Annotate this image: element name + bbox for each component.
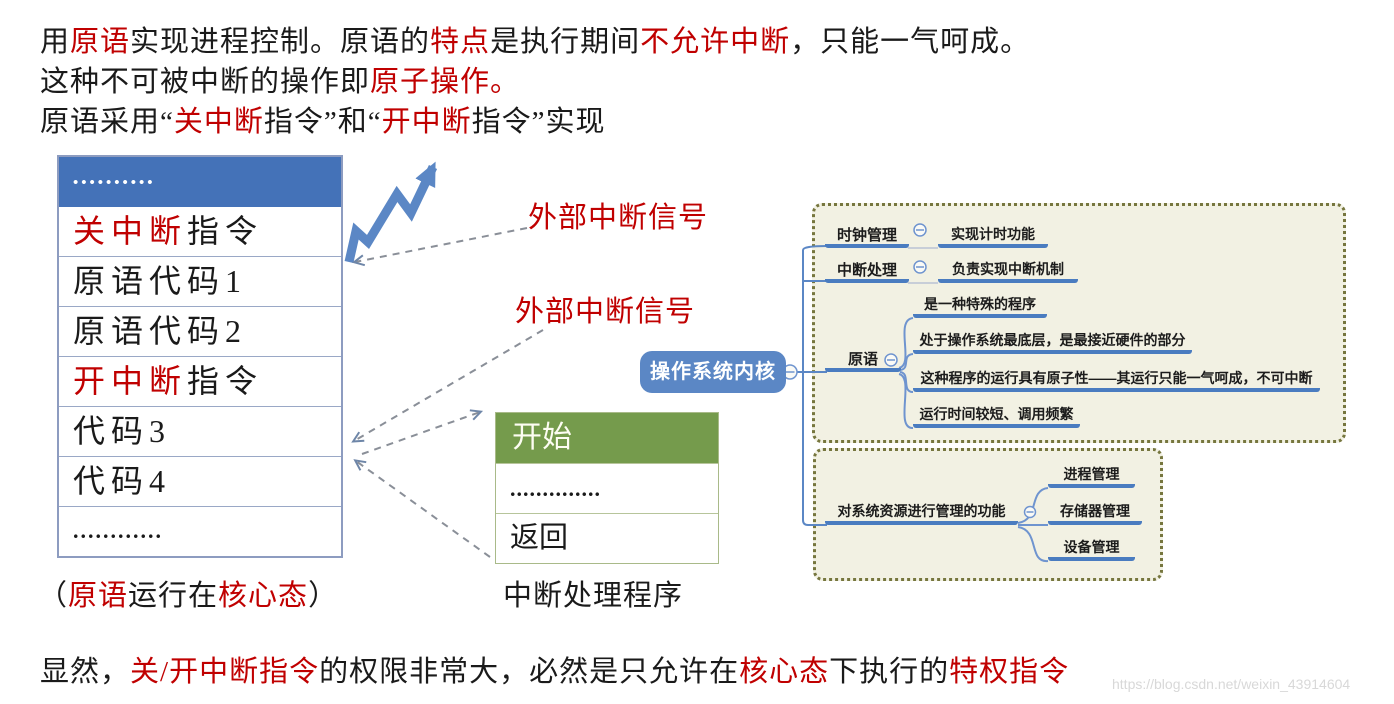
table-row-open-interrupt: 开中断指令 bbox=[59, 356, 341, 406]
handler-table-header: 开始 bbox=[496, 413, 718, 463]
external-interrupt-label-1: 外部中断信号 bbox=[528, 202, 709, 234]
mindmap-node-process-mgmt: 进程管理 bbox=[1048, 464, 1135, 488]
mindmap-node-primitive-desc-1: 是一种特殊的程序 bbox=[913, 294, 1047, 318]
mindmap-node-primitive-desc-4: 运行时间较短、调用频繁 bbox=[913, 404, 1080, 428]
mindmap-node-device-mgmt: 设备管理 bbox=[1048, 537, 1135, 561]
code-table-header: •••••••••• bbox=[59, 157, 341, 207]
zigzag-rising-arrow-icon bbox=[344, 161, 438, 263]
table-row-close-interrupt: 关中断指令 bbox=[73, 213, 264, 249]
handler-row-ellipsis: .............. bbox=[496, 463, 718, 513]
table-row-code1: 原语代码1 bbox=[59, 256, 341, 306]
primitive-code-table: •••••••••• 关中断指令 原语代码1 原语代码2 开中断指令 代码3 代… bbox=[57, 155, 343, 558]
mindmap-node-primitive-desc-3: 这种程序的运行具有原子性——其运行只能一气呵成，不可中断 bbox=[913, 368, 1320, 392]
dashed-arrow-table-to-handler bbox=[361, 409, 484, 455]
table-row-code3: 代码3 bbox=[59, 406, 341, 456]
mindmap-node-storage-mgmt: 存储器管理 bbox=[1048, 501, 1142, 525]
watermark: https://blog.csdn.net/weixin_43914604 bbox=[1112, 676, 1351, 692]
mindmap-node-interrupt: 中断处理 bbox=[825, 259, 909, 283]
code-table-caption: （原语运行在核心态） bbox=[38, 580, 339, 612]
mindmap-root-node: 操作系统内核 bbox=[640, 351, 786, 393]
dashed-arrow-signal1-to-table bbox=[351, 227, 528, 267]
table-row-code2: 原语代码2 bbox=[59, 306, 341, 356]
mindmap-node-primitive-desc-2: 处于操作系统最底层，是最接近硬件的部分 bbox=[913, 330, 1192, 354]
external-interrupt-label-2: 外部中断信号 bbox=[515, 296, 696, 328]
mindmap-node-clock: 时钟管理 bbox=[825, 224, 909, 248]
table-row-code4: 代码4 bbox=[59, 456, 341, 506]
mindmap-node-interrupt-desc: 负责实现中断机制 bbox=[938, 259, 1078, 283]
mindmap-node-primitive: 原语 bbox=[825, 348, 901, 372]
interrupt-handler-table: 开始 .............. 返回 bbox=[495, 412, 719, 564]
mindmap-node-resource: 对系统资源进行管理的功能 bbox=[825, 501, 1018, 525]
mindmap-node-clock-desc: 实现计时功能 bbox=[938, 224, 1048, 248]
handler-table-caption: 中断处理程序 bbox=[503, 580, 684, 612]
dashed-arrow-handler-return-to-table bbox=[353, 459, 491, 558]
intro-line-1: 用原语实现进程控制。原语的特点是执行期间不允许中断，只能一气呵成。 bbox=[40, 26, 1031, 58]
handler-row-return: 返回 bbox=[496, 513, 718, 563]
conclusion-line: 显然，关/开中断指令的权限非常大，必然是只允许在核心态下执行的特权指令 bbox=[40, 656, 1070, 688]
intro-line-3: 原语采用“关中断指令”和“开中断指令”实现 bbox=[40, 106, 606, 138]
table-row-ellipsis: ............ bbox=[59, 506, 341, 556]
intro-line-2: 这种不可被中断的操作即原子操作。 bbox=[40, 66, 521, 98]
